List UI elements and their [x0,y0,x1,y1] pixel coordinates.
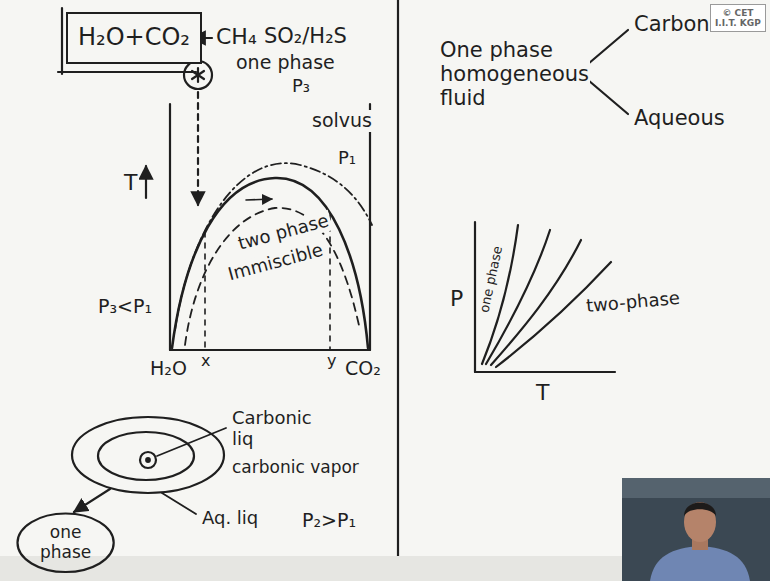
phase-label: Aq. liq [200,508,260,529]
axis-line [475,371,615,373]
branch-label: Aqueous [632,106,727,130]
leader-line [162,493,196,514]
region-label: one phase [234,52,337,74]
arrow [74,489,110,512]
axis-line [369,104,371,350]
asterisk [192,71,204,79]
node-text: one phase [36,523,96,562]
axis-label: T [534,380,551,405]
inset-wall [622,478,770,498]
axis-line [169,104,171,350]
composition-line [329,215,331,350]
board-edge [0,556,622,581]
inclusion-outline [72,417,224,493]
composition-mark: x [199,352,212,370]
presenter-shirt [650,546,750,581]
point-circle [184,61,212,89]
phase-oval: one phase [16,512,115,574]
region-label: one phase [477,243,506,316]
leader-line [157,428,226,456]
asterisk [192,71,204,79]
isobar-curve [185,208,360,345]
phase-label: carbonic vapor [230,458,361,478]
pressure-label: P₁ [336,148,358,169]
underline [58,71,196,73]
arrow [246,199,272,200]
axis-label: CO₂ [343,358,383,380]
video-inset [622,478,770,581]
dot [146,458,150,462]
curve-label: solvus [310,110,374,132]
liquid-droplet [140,452,156,468]
pressure-relation: P₃<P₁ [96,296,154,318]
box-side-line [61,8,63,74]
presenter-head [684,502,716,542]
node-text: H₂O+CO₂ [78,24,190,52]
inset-background [622,478,770,581]
formula-label: CH₄ [214,24,259,49]
formula-label: SO₂/H₂S [262,24,349,48]
oval-outline [18,514,114,573]
axis-label: H₂O [148,358,189,380]
axis-label: T [122,170,139,195]
branch-line [588,30,628,64]
pressure-label: P₃ [290,76,312,97]
axis-arrow [145,166,147,198]
cooling-arrow [197,92,199,205]
vapor-bubble [98,432,194,480]
logo-box: © CETI.I.T. KGP [710,4,766,32]
logo-text: © CET [722,8,753,18]
composition-mark: y [325,352,338,370]
axis-line [474,222,476,372]
pressure-relation: P₂>P₁ [300,510,358,532]
axis-label: P [448,286,465,311]
formula-box: H₂O+CO₂ [66,12,202,64]
heading-note: One phase homogeneous fluid [438,38,590,110]
region-label: two-phase [583,288,682,317]
presenter-hair [684,503,716,517]
branch-line [588,80,628,114]
composition-line [204,232,206,350]
phase-label: Carbonic liq [230,408,320,449]
solvus-curve [172,178,368,348]
axis-line [170,349,370,351]
divider-line [397,0,399,556]
logo-text: I.I.T. KGP [715,18,761,28]
isopleth-curve [491,240,581,365]
